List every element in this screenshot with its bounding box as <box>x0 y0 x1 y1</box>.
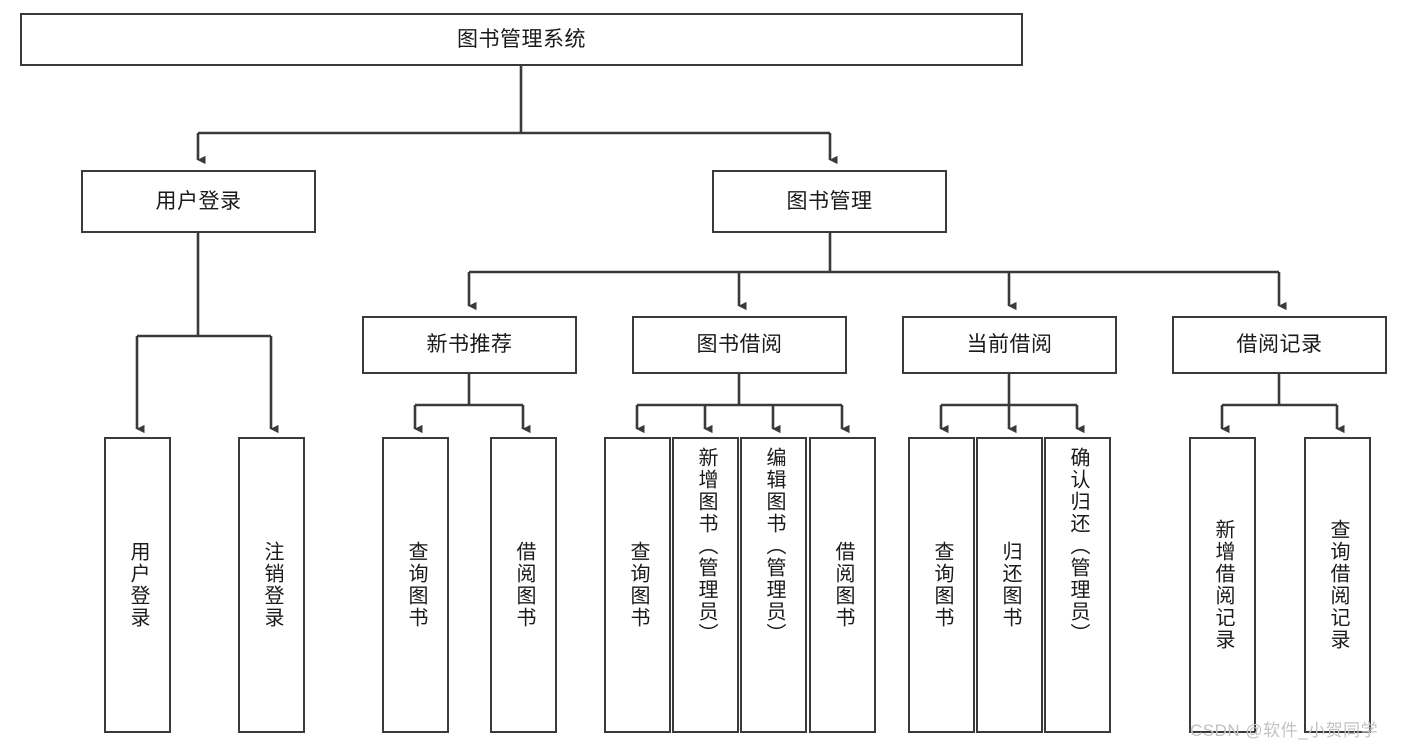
leaf-current-confirm-return-admin[interactable]: 确认归还（管理员） <box>1044 437 1111 733</box>
node-label: 图书管理 <box>786 189 873 213</box>
node-new-book-recommend[interactable]: 新书推荐 <box>362 316 577 374</box>
node-user-login[interactable]: 用户登录 <box>81 170 316 233</box>
node-label: 查询图书 <box>931 541 953 629</box>
node-label: 借阅记录 <box>1236 333 1323 357</box>
node-label: 用户登录 <box>127 541 149 629</box>
node-label: 查询图书 <box>405 541 427 629</box>
node-label: 当前借阅 <box>966 333 1053 357</box>
node-label: 查询借阅记录 <box>1327 519 1349 651</box>
node-label: 用户登录 <box>155 189 242 213</box>
leaf-record-query-borrow-record[interactable]: 查询借阅记录 <box>1304 437 1371 733</box>
node-label: 归还图书 <box>999 541 1021 629</box>
leaf-current-query-book[interactable]: 查询图书 <box>908 437 975 733</box>
leaf-recommend-query-book[interactable]: 查询图书 <box>382 437 449 733</box>
leaf-borrow-borrow-book[interactable]: 借阅图书 <box>809 437 876 733</box>
node-label: 查询图书 <box>627 541 649 629</box>
leaf-user-login-logout[interactable]: 注销登录 <box>238 437 305 733</box>
node-label: 借阅图书 <box>832 541 854 629</box>
node-label: 新书推荐 <box>426 333 513 357</box>
node-label: 图书管理系统 <box>457 27 586 51</box>
node-label: 新增图书（管理员） <box>695 447 717 645</box>
node-label: 注销登录 <box>261 541 283 629</box>
node-current-borrow[interactable]: 当前借阅 <box>902 316 1117 374</box>
node-borrow-record[interactable]: 借阅记录 <box>1172 316 1387 374</box>
node-label: 借阅图书 <box>513 541 535 629</box>
node-label: 确认归还（管理员） <box>1067 447 1089 645</box>
leaf-borrow-add-book-admin[interactable]: 新增图书（管理员） <box>672 437 739 733</box>
node-label: 图书借阅 <box>696 333 783 357</box>
leaf-user-login-login[interactable]: 用户登录 <box>104 437 171 733</box>
node-label: 编辑图书（管理员） <box>763 447 785 645</box>
leaf-recommend-borrow-book[interactable]: 借阅图书 <box>490 437 557 733</box>
leaf-current-return-book[interactable]: 归还图书 <box>976 437 1043 733</box>
node-book-management[interactable]: 图书管理 <box>712 170 947 233</box>
node-book-borrow[interactable]: 图书借阅 <box>632 316 847 374</box>
leaf-borrow-query-book[interactable]: 查询图书 <box>604 437 671 733</box>
node-label: 新增借阅记录 <box>1212 519 1234 651</box>
leaf-borrow-edit-book-admin[interactable]: 编辑图书（管理员） <box>740 437 807 733</box>
watermark-text: CSDN @软件_小贺同学 <box>1190 721 1379 740</box>
node-root-book-management-system[interactable]: 图书管理系统 <box>20 13 1023 66</box>
leaf-record-add-borrow-record[interactable]: 新增借阅记录 <box>1189 437 1256 733</box>
